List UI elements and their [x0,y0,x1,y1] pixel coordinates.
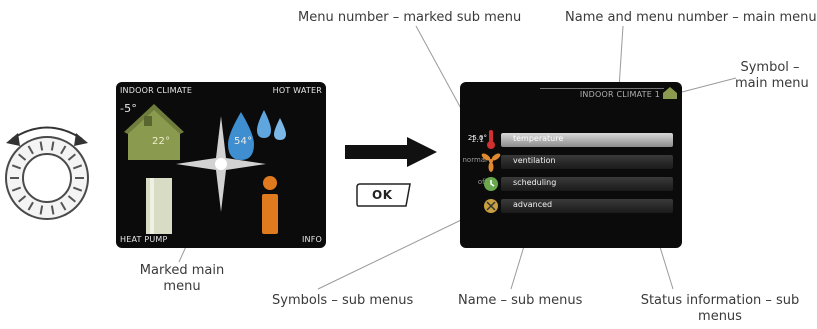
row-status: 25.0° [467,134,487,142]
dial-tick [67,153,76,161]
dial-tick [27,201,34,211]
main-label-heat-pump: HEAT PUMP [120,235,168,244]
house-icon [124,104,184,160]
fan-icon [481,153,501,172]
callout-symbols-sub: Symbols – sub menus [272,293,414,308]
sub-menu-number: 1.1 [471,135,485,144]
callout-marked-main-line1: Marked main [139,263,225,278]
row-label: scheduling [513,178,557,187]
tools-icon [484,199,498,213]
row-bar [501,177,673,191]
dial-tick [27,145,34,155]
dial-tick [11,164,22,170]
dial-tick [50,205,55,215]
main-label-hot-water: HOT WATER [272,86,322,95]
house-symbol-icon [663,87,677,99]
heat-pump-icon [146,178,172,234]
rotate-arrow-icon [6,126,88,146]
main-water-temp: 54° [234,136,253,147]
dial-tick [39,205,44,215]
line-symbol-main [681,77,737,93]
info-icon [262,176,278,234]
line-name-main [618,25,624,89]
sub-menu-header: INDOOR CLIMATE 1 [540,88,664,100]
ok-button[interactable] [356,183,412,207]
callout-symbol-main-line1: Symbol – [740,60,800,75]
dial-tick [11,186,22,192]
callout-name-main: Name and menu number – main menu [565,10,817,25]
row-status: normal [462,156,487,164]
sub-menu-symbols [481,130,501,213]
arrow-icon [345,137,437,167]
row-bar [501,155,673,169]
row-highlight [501,133,673,147]
main-label-indoor-climate: INDOOR CLIMATE [120,86,193,95]
dial-icon [5,136,89,220]
main-label-info: INFO [301,235,322,244]
ok-button-label: OK [372,188,393,202]
dial-tick [39,141,44,151]
sub-menu-header-label: INDOOR CLIMATE 1 [579,90,660,99]
dial-tick [60,145,67,155]
main-menu-graphics [124,104,286,234]
marked-star-icon [176,116,266,212]
callout-status-line2: menus [698,309,742,324]
dial-tick [18,153,27,161]
line-symbols-sub [317,208,485,290]
callout-symbol-main-line2: main menu [735,76,809,91]
callout-name-sub: Name – sub menus [458,293,583,308]
main-outdoor-temp: -5° [120,102,138,115]
callout-marked-main: Marked main menu [132,263,232,295]
dial-tick [60,201,67,211]
callout-status-line1: Status information – sub [640,293,800,308]
callout-status: Status information – sub menus [630,293,810,325]
dial-tick [72,164,83,170]
row-bar [501,199,673,213]
clock-icon [484,177,498,191]
thermometer-icon [487,130,495,149]
dial-tick [72,186,83,192]
dial-tick [18,195,27,203]
water-drop-icon [228,110,286,160]
dial-tick [67,195,76,203]
row-status: off [477,178,487,186]
main-menu-screen: INDOOR CLIMATE HOT WATER HEAT PUMP INFO … [116,82,326,248]
callout-marked-main-line2: menu [163,279,201,294]
callout-symbol-main: Symbol – main menu [735,60,809,92]
dial-tick [50,141,55,151]
main-indoor-temp: 22° [152,136,171,147]
callout-menu-number: Menu number – marked sub menu [298,10,522,25]
row-label: temperature [513,134,564,143]
row-label: advanced [513,200,553,209]
row-label: ventilation [513,156,556,165]
